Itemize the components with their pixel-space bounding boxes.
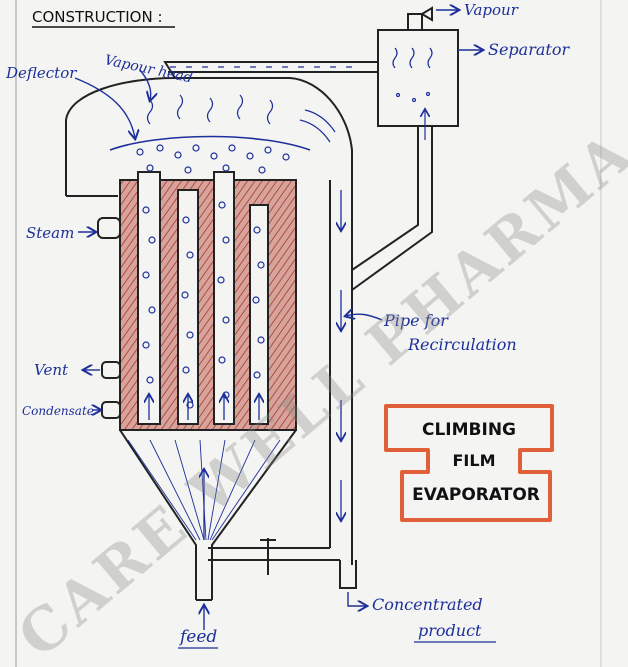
tube-4 [250,205,268,424]
condensate-nozzle [102,402,120,418]
title-box: CLIMBING FILM EVAPORATOR [386,406,552,520]
tube-2 [178,190,198,424]
separator [352,8,458,290]
label-vapour-head: Vapour head [103,52,194,86]
label-concentrated-line2: product [418,621,482,640]
label-separator: Separator [488,40,570,59]
label-vapour: Vapour [464,1,519,19]
label-deflector: Deflector [5,64,77,82]
heading: CONSTRUCTION : [32,8,163,26]
label-condensate: Condensate [22,404,94,418]
deflector-line [110,137,310,151]
steam-nozzle [98,218,120,238]
title-line1: CLIMBING [422,420,516,440]
label-feed: feed [178,627,217,647]
label-concentrated-line1: Concentrated [372,595,483,614]
watermark: CARE WELL PHARMA [5,117,628,667]
tube-3 [214,172,234,424]
steam-jacket [120,172,296,430]
vent-nozzle [102,362,120,378]
vapour-squiggles [148,95,336,142]
title-line3: EVAPORATOR [412,485,540,505]
nozzles [98,218,120,418]
label-steam: Steam [26,224,74,242]
label-vent: Vent [34,361,69,379]
title-line2: FILM [453,451,496,470]
